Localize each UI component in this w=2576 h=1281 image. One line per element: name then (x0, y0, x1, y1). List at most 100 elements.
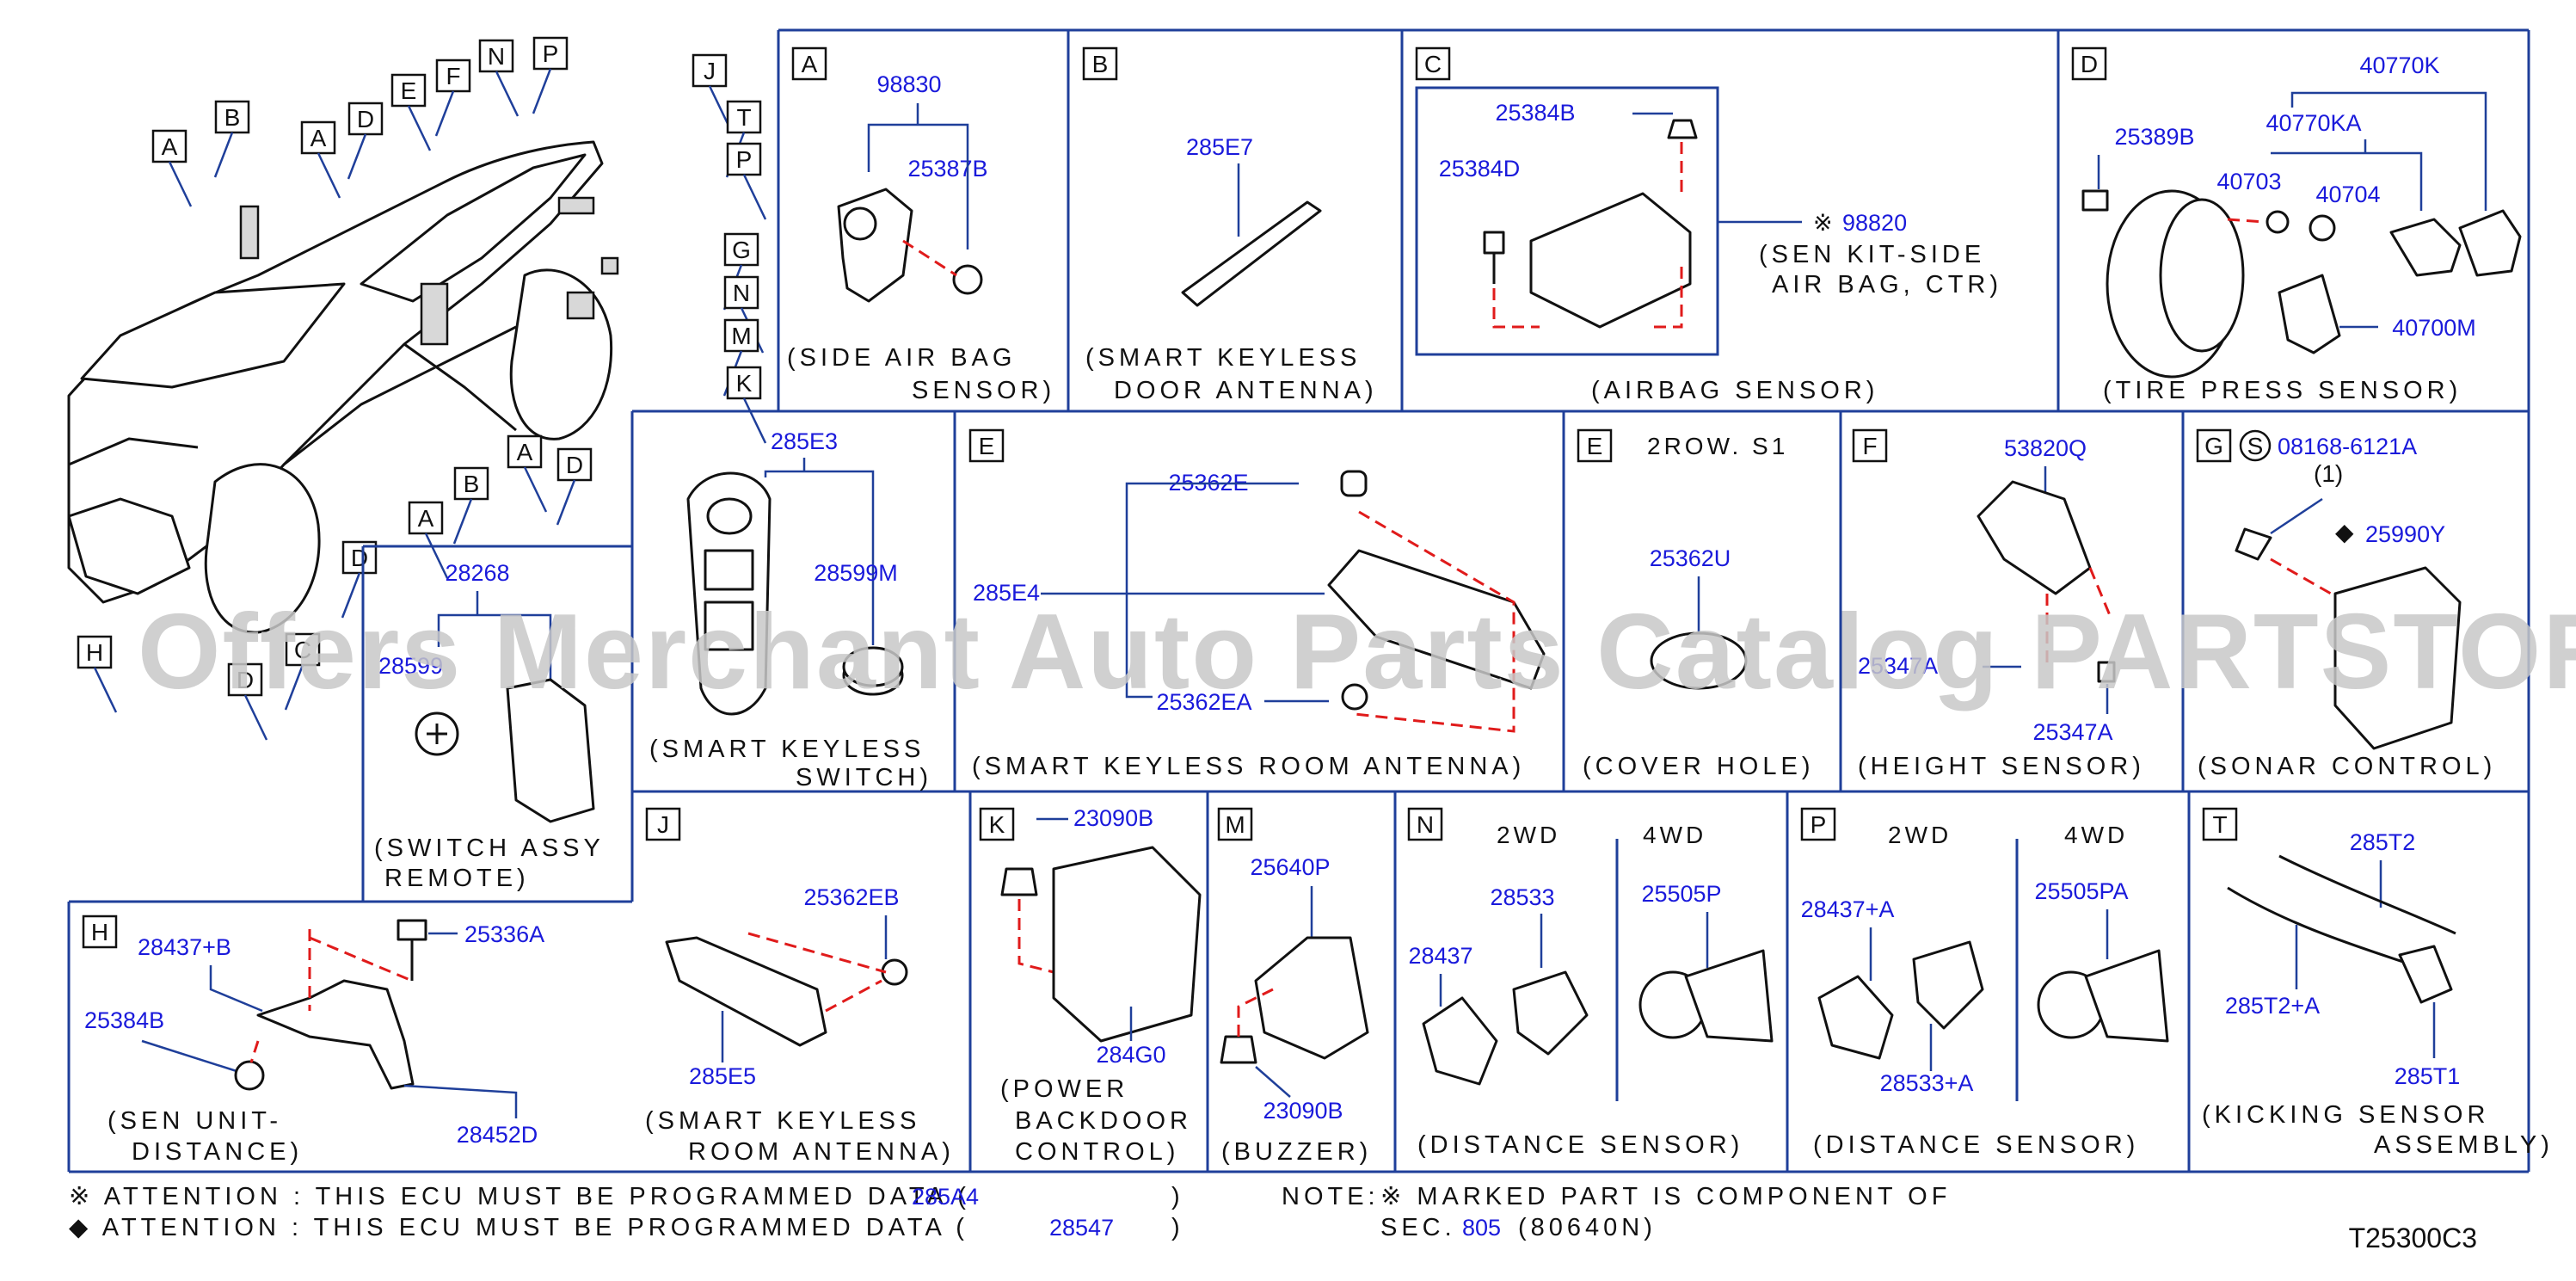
part-number-25362EA[interactable]: 25362EA (1156, 689, 1251, 715)
callout-letter-e[interactable]: E (401, 77, 417, 104)
part-number-285E5[interactable]: 285E5 (689, 1063, 756, 1089)
part-number-28599[interactable]: 28599 (378, 653, 443, 679)
panel-letter: K (989, 811, 1005, 838)
part-number-28437+B[interactable]: 28437+B (138, 934, 231, 960)
part-number-25990Y[interactable]: 25990Y (2365, 521, 2445, 547)
backdoor-control-drawing (1052, 846, 1202, 1043)
callout-letter-p[interactable]: P (736, 146, 753, 173)
part-number-28599M[interactable]: 28599M (814, 560, 898, 586)
part-number-40704[interactable]: 40704 (2315, 182, 2380, 207)
part-number-25505PA[interactable]: 25505PA (2034, 878, 2128, 904)
panel-caption: BACKDOOR (1015, 1107, 1192, 1135)
callout-letter-c[interactable]: C (294, 637, 311, 663)
callout-letter-f[interactable]: F (446, 63, 460, 89)
callout-box (507, 434, 543, 469)
part-number-285E4[interactable]: 285E4 (973, 580, 1040, 606)
panel-k: K 23090B 284G0 (POWER BACKDOOR CONTROL) (979, 805, 1202, 1166)
part-number-285T1[interactable]: 285T1 (2395, 1063, 2461, 1089)
callout-letter-a[interactable]: A (418, 505, 434, 532)
part-number-40700M[interactable]: 40700M (2392, 315, 2476, 341)
part-number-25347A[interactable]: 25347A (1858, 653, 1938, 679)
part-number-28452D[interactable]: 28452D (457, 1122, 538, 1148)
panel-letter: C (1424, 51, 1442, 77)
callout-letter-b[interactable]: B (464, 471, 480, 497)
part-number-28533+A[interactable]: 28533+A (1880, 1070, 1974, 1096)
callout-letter-p[interactable]: P (543, 40, 559, 67)
callout-leader (93, 667, 118, 713)
part-number-285T2[interactable]: 285T2 (2350, 829, 2416, 855)
sensor-bracket-drawing (256, 979, 415, 1090)
part-number-40770K[interactable]: 40770K (2359, 52, 2439, 78)
part-number-28547[interactable]: 28547 (1049, 1215, 1114, 1241)
part-number-285T2+A[interactable]: 285T2+A (2225, 993, 2320, 1019)
callout-letter-a[interactable]: A (162, 133, 178, 160)
callout-letter-g[interactable]: G (732, 237, 751, 263)
callout-letter-m[interactable]: M (731, 323, 751, 349)
callout-letter-d[interactable]: D (357, 106, 374, 132)
part-number-23090B[interactable]: 23090B (1263, 1098, 1343, 1124)
panel-caption: ASSEMBLY) (2374, 1131, 2554, 1159)
panel-caption: (POWER (1000, 1075, 1128, 1103)
callout-leader (317, 152, 341, 199)
callout-letter-t[interactable]: T (736, 104, 751, 131)
quantity: (1) (2314, 460, 2343, 487)
callout-letter-d[interactable]: D (566, 452, 583, 478)
callout-box (723, 318, 759, 353)
part-number-40703[interactable]: 40703 (2216, 169, 2281, 194)
section-number-805[interactable]: 805 (1462, 1215, 1501, 1241)
panel-letter: E (979, 433, 995, 459)
part-number-25362EB[interactable]: 25362EB (803, 884, 899, 910)
part-number-98820[interactable]: 98820 (1842, 210, 1907, 236)
panel-header: 2ROW. S1 (1647, 433, 1788, 459)
part-number-25384B[interactable]: 25384B (84, 1007, 164, 1033)
callout-letter-h[interactable]: H (86, 639, 103, 666)
callout-box (726, 100, 762, 134)
panel-letter: H (91, 919, 108, 945)
callout-letter-b[interactable]: B (224, 104, 241, 131)
panel-a: A 98830 25387B (SIDE AIR BAG SENSOR) (787, 46, 1051, 404)
callout-letter-d[interactable]: D (237, 667, 254, 693)
part-number-28533[interactable]: 28533 (1490, 884, 1554, 910)
callout-letter-d[interactable]: D (351, 545, 368, 571)
part-number-25347A[interactable]: 25347A (2032, 719, 2112, 745)
panel-letter: G (2204, 433, 2223, 459)
panel-letter: P (1811, 811, 1827, 838)
part-number-98830[interactable]: 98830 (876, 71, 941, 97)
panel-letter: T (2212, 811, 2227, 838)
footer-notes: ※ ATTENTION : THIS ECU MUST BE PROGRAMME… (69, 1183, 2477, 1253)
callout-letter-n[interactable]: N (488, 43, 505, 70)
callout-leader (284, 664, 304, 711)
part-number-40770KA[interactable]: 40770KA (2266, 110, 2361, 136)
part-number-25362U[interactable]: 25362U (1650, 545, 1731, 571)
part-number-285A4[interactable]: 285A4 (912, 1184, 979, 1210)
panel-caption: (SEN UNIT- (108, 1107, 282, 1135)
panel-caption: DISTANCE) (132, 1138, 303, 1166)
mark-symbol: ※ (1813, 210, 1833, 236)
part-number-285E7[interactable]: 285E7 (1186, 134, 1253, 160)
part-number-25384B[interactable]: 25384B (1495, 100, 1575, 126)
callout-letter-a[interactable]: A (310, 125, 327, 151)
part-number-25384D[interactable]: 25384D (1439, 156, 1521, 182)
part-number-285E3[interactable]: 285E3 (771, 428, 838, 454)
part-number-08168-6121A[interactable]: 08168-6121A (2278, 434, 2417, 459)
part-number-25336A[interactable]: 25336A (464, 921, 544, 947)
part-number-28437[interactable]: 28437 (1408, 943, 1472, 969)
callout-letter-n[interactable]: N (733, 280, 750, 306)
callout-letter-k[interactable]: K (736, 370, 753, 397)
part-number-53820Q[interactable]: 53820Q (2004, 435, 2087, 461)
callout-letter-j[interactable]: J (704, 58, 716, 84)
part-number-28437+A[interactable]: 28437+A (1801, 896, 1895, 922)
part-number-28268[interactable]: 28268 (445, 560, 509, 586)
part-number-25505P[interactable]: 25505P (1641, 881, 1721, 907)
part-number-25640P[interactable]: 25640P (1250, 854, 1330, 880)
callout-leader (407, 105, 432, 151)
note-bracket: ) (1171, 1214, 1184, 1241)
panel-switch-assy: 28268 28599 (SWITCH ASSY REMOTE) (374, 560, 600, 892)
part-number-23090B[interactable]: 23090B (1073, 805, 1153, 831)
part-number-25387B[interactable]: 25387B (907, 156, 987, 182)
part-number-284G0[interactable]: 284G0 (1096, 1042, 1165, 1068)
callout-letter-a[interactable]: A (517, 439, 533, 465)
callout-box (453, 466, 489, 501)
part-number-25389B[interactable]: 25389B (2114, 124, 2194, 150)
